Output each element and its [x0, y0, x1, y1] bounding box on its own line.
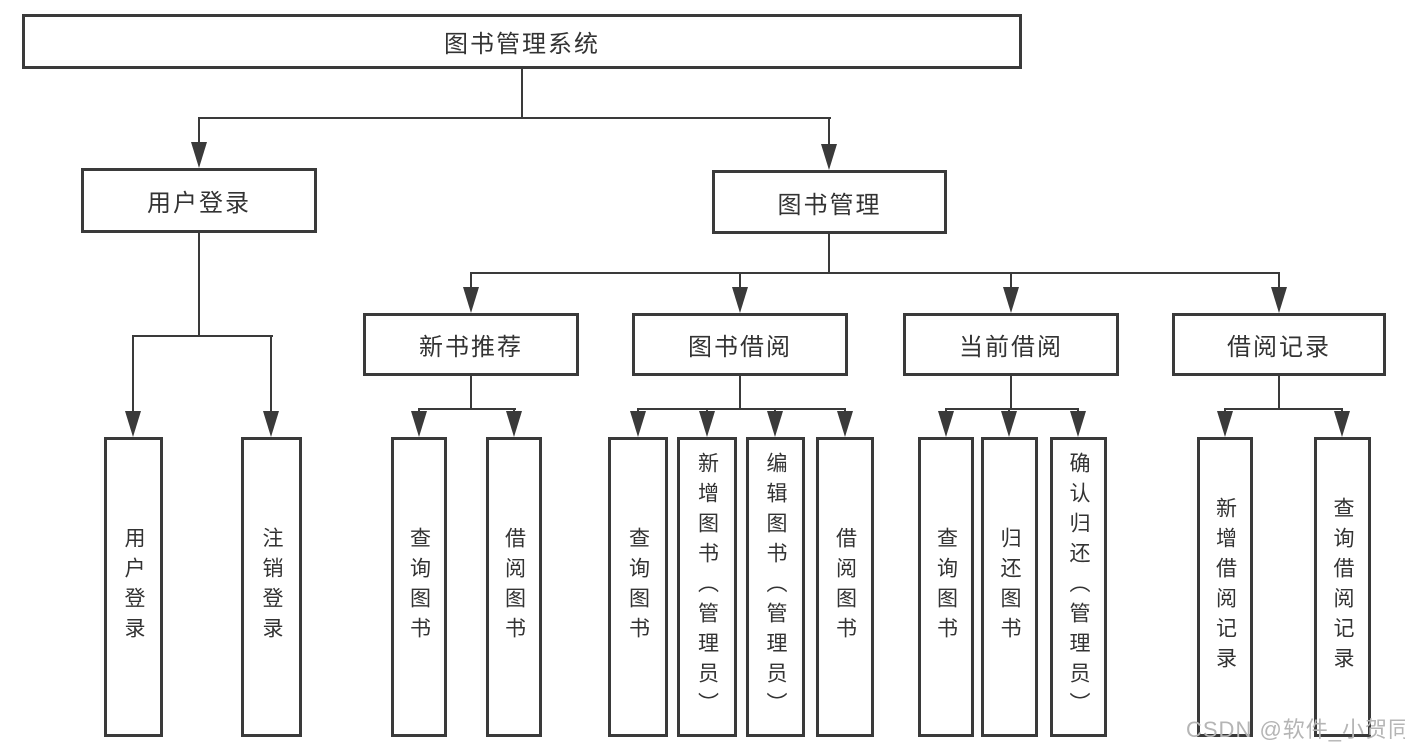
arrow-head — [191, 142, 207, 168]
leaf-bb-add-book-admin-label: 新增图书（管理员） — [695, 452, 719, 722]
node-book-borrow-label: 图书借阅 — [688, 334, 792, 361]
arrow-head — [506, 411, 522, 437]
leaf-rec-borrow-book: 借阅图书 — [486, 437, 542, 737]
leaf-bb-edit-book-admin: 编辑图书（管理员） — [746, 437, 805, 737]
arrow-head — [125, 411, 141, 437]
leaf-cb-return-book-label: 归还图书 — [998, 527, 1021, 647]
arrow-head — [411, 411, 427, 437]
connector-line — [1077, 408, 1079, 412]
root-node-library-system: 图书管理系统 — [22, 14, 1022, 69]
leaf-br-query-record-label: 查询借阅记录 — [1331, 497, 1354, 677]
arrow-head — [1334, 411, 1350, 437]
leaf-bb-query-book: 查询图书 — [608, 437, 668, 737]
connector-line — [706, 408, 708, 412]
node-current-borrow-label: 当前借阅 — [959, 334, 1063, 361]
connector-line — [513, 408, 515, 412]
connector-line — [418, 408, 516, 410]
arrow-head — [837, 411, 853, 437]
leaf-cb-confirm-return-admin-label: 确认归还（管理员） — [1067, 452, 1090, 722]
connector-line — [1010, 272, 1012, 287]
node-borrow-records: 借阅记录 — [1172, 313, 1386, 376]
connector-line — [198, 117, 200, 142]
connector-line — [739, 272, 741, 287]
leaf-cb-return-book: 归还图书 — [981, 437, 1038, 737]
arrow-head — [821, 144, 837, 170]
node-new-book-recommend: 新书推荐 — [363, 313, 579, 376]
connector-line — [1224, 408, 1226, 412]
connector-line — [470, 272, 1280, 274]
leaf-logout: 注销登录 — [241, 437, 302, 737]
node-user-login: 用户登录 — [81, 168, 317, 233]
arrow-head — [630, 411, 646, 437]
leaf-rec-borrow-book-label: 借阅图书 — [502, 527, 526, 647]
arrow-head — [263, 411, 279, 437]
arrow-head — [1001, 411, 1017, 437]
connector-line — [828, 234, 830, 272]
connector-line — [1224, 408, 1343, 410]
leaf-bb-borrow-book: 借阅图书 — [816, 437, 874, 737]
leaf-cb-query-book: 查询图书 — [918, 437, 974, 737]
connector-line — [945, 408, 1079, 410]
connector-line — [132, 335, 134, 411]
leaf-rec-query-book-label: 查询图书 — [407, 527, 431, 647]
node-book-management-label: 图书管理 — [777, 191, 882, 219]
arrow-head — [732, 287, 748, 313]
leaf-cb-confirm-return-admin: 确认归还（管理员） — [1050, 437, 1107, 737]
leaf-logout-label: 注销登录 — [260, 527, 283, 647]
connector-line — [521, 69, 523, 117]
node-book-borrow: 图书借阅 — [632, 313, 848, 376]
connector-line — [470, 376, 472, 408]
leaf-bb-edit-book-admin-label: 编辑图书（管理员） — [764, 452, 787, 722]
connector-line — [198, 233, 200, 335]
arrow-head — [1271, 287, 1287, 313]
leaf-user-login: 用户登录 — [104, 437, 163, 737]
arrow-head — [1003, 287, 1019, 313]
arrow-head — [1217, 411, 1233, 437]
leaf-br-query-record: 查询借阅记录 — [1314, 437, 1371, 737]
node-book-management: 图书管理 — [712, 170, 947, 234]
node-user-login-label: 用户登录 — [147, 190, 251, 217]
node-borrow-records-label: 借阅记录 — [1227, 334, 1331, 361]
connector-line — [1341, 408, 1343, 412]
arrow-head — [767, 411, 783, 437]
node-current-borrow: 当前借阅 — [903, 313, 1119, 376]
connector-line — [270, 335, 272, 411]
connector-line — [739, 376, 741, 408]
arrow-head — [699, 411, 715, 437]
leaf-cb-query-book-label: 查询图书 — [934, 527, 958, 647]
connector-line — [945, 408, 947, 412]
connector-line — [1010, 376, 1012, 408]
arrow-head — [938, 411, 954, 437]
connector-line — [1278, 376, 1280, 408]
node-new-book-recommend-label: 新书推荐 — [419, 334, 523, 361]
leaf-user-login-label: 用户登录 — [122, 527, 145, 647]
leaf-bb-query-book-label: 查询图书 — [626, 527, 650, 647]
leaf-rec-query-book: 查询图书 — [391, 437, 447, 737]
connector-line — [470, 272, 472, 287]
leaf-bb-add-book-admin: 新增图书（管理员） — [677, 437, 737, 737]
connector-line — [844, 408, 846, 412]
root-node-label: 图书管理系统 — [444, 31, 600, 58]
connector-line — [637, 408, 846, 410]
connector-line — [774, 408, 776, 412]
leaf-bb-borrow-book-label: 借阅图书 — [833, 527, 857, 647]
connector-line — [637, 408, 639, 412]
arrow-head — [463, 287, 479, 313]
leaf-br-add-record: 新增借阅记录 — [1197, 437, 1253, 737]
connector-line — [1008, 408, 1010, 412]
connector-line — [418, 408, 420, 412]
arrow-head — [1070, 411, 1086, 437]
connector-line — [1278, 272, 1280, 287]
csdn-watermark: CSDN @软件_小贺同学 — [1186, 717, 1405, 742]
leaf-br-add-record-label: 新增借阅记录 — [1213, 497, 1237, 677]
connector-line — [828, 117, 830, 144]
connector-line — [132, 335, 273, 337]
connector-line — [198, 117, 831, 119]
